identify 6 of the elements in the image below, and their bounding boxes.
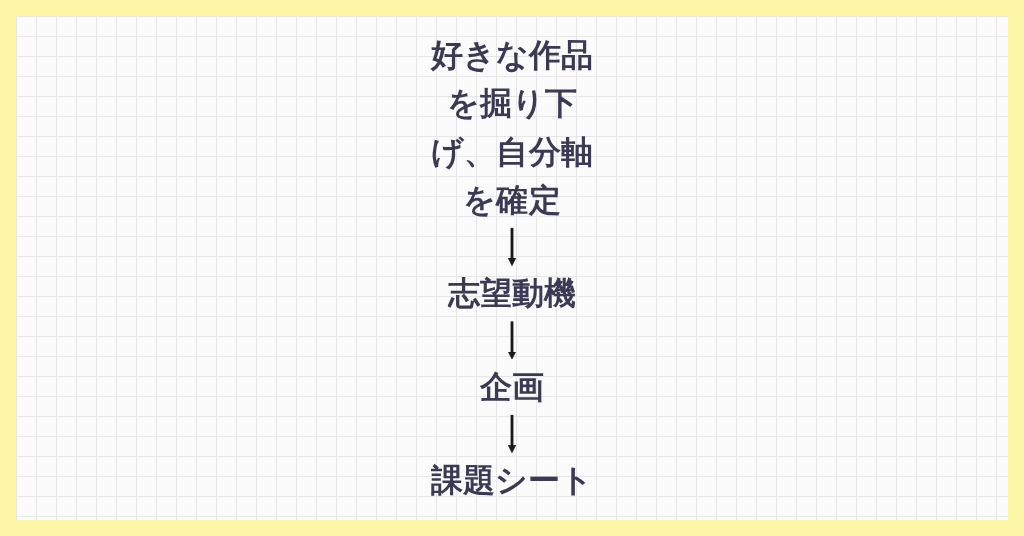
arrow xyxy=(507,227,517,266)
arrow xyxy=(507,321,517,360)
node-text: 好きな作品を掘り下げ、自分軸を確定 xyxy=(430,36,594,219)
node-text: 課題シート xyxy=(430,461,594,499)
arrow xyxy=(507,414,517,454)
node-text: 企画 xyxy=(479,367,545,406)
